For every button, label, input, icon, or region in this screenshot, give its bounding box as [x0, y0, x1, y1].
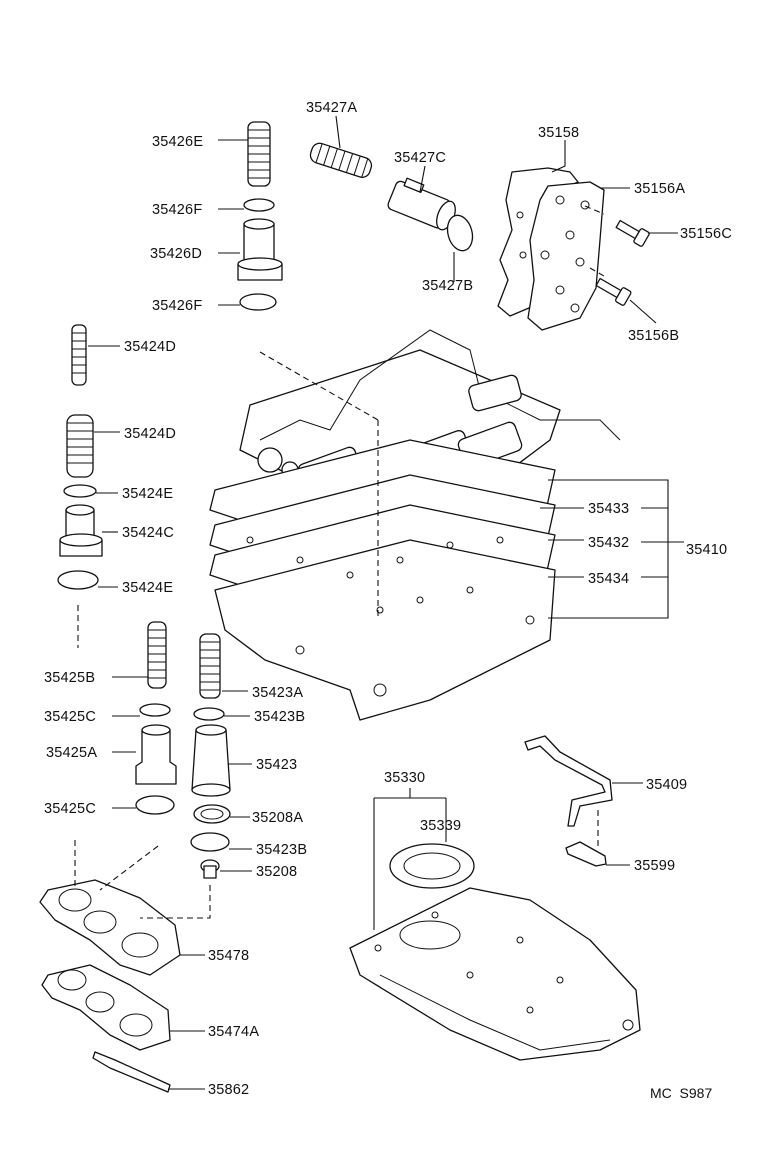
- plug-35208: [200, 859, 220, 879]
- label-35330: 35330: [384, 770, 425, 786]
- label-35424C: 35424C: [122, 525, 174, 541]
- oil-pan-35330: [349, 887, 641, 1061]
- label-35158: 35158: [538, 125, 579, 141]
- label-35208A: 35208A: [252, 810, 303, 826]
- plate-holes: [516, 195, 590, 313]
- oring-35425c-bottom: [135, 795, 175, 815]
- cover-35474a-bores: [57, 969, 153, 1037]
- label-35424D-mid: 35424D: [124, 426, 176, 442]
- label-35425C-bottom: 35425C: [44, 801, 96, 817]
- valve-body-35410: [209, 329, 621, 721]
- bolt-35156c: [615, 219, 650, 247]
- oring-35426f-top: [243, 198, 275, 212]
- spring-35424d-top: [71, 324, 87, 386]
- solenoid-35427c: [387, 177, 456, 231]
- drawing-code: MC S987: [650, 1085, 712, 1101]
- label-35156C: 35156C: [680, 226, 732, 242]
- oring-35424e-bottom: [57, 570, 99, 590]
- oring-35423b-top: [193, 707, 225, 721]
- oring-35427b: [446, 214, 474, 252]
- spring-35423a: [199, 633, 221, 699]
- label-35425A: 35425A: [46, 745, 97, 761]
- spring-35427a: [309, 142, 373, 178]
- spring-35426e: [247, 121, 271, 187]
- plunger-35426d: [237, 218, 283, 281]
- label-35425B: 35425B: [44, 670, 95, 686]
- label-35409: 35409: [646, 777, 687, 793]
- plunger-35424c: [59, 504, 103, 557]
- bracket-35862: [92, 1051, 171, 1093]
- part-labels: 35427A 35426E 35427C 35158 35156A 35426F…: [44, 100, 732, 1098]
- oring-35426f-bottom: [239, 293, 277, 311]
- label-35156B: 35156B: [628, 328, 679, 344]
- bracket-35409: [524, 735, 613, 827]
- label-35427B: 35427B: [422, 278, 473, 294]
- label-35423B-bottom: 35423B: [256, 842, 307, 858]
- gasket-35339: [389, 843, 475, 889]
- label-35426E: 35426E: [152, 134, 203, 150]
- label-35410: 35410: [686, 542, 727, 558]
- label-35426F-bottom: 35426F: [152, 298, 202, 314]
- cover-35474a: [41, 964, 171, 1051]
- seal-35208a: [193, 804, 231, 824]
- gasket-35478-holes: [58, 888, 159, 958]
- oring-35425c-top: [139, 703, 171, 717]
- label-35862: 35862: [208, 1082, 249, 1098]
- label-35433: 35433: [588, 501, 629, 517]
- label-35424D-top: 35424D: [124, 339, 176, 355]
- label-35434: 35434: [588, 571, 629, 587]
- label-35432: 35432: [588, 535, 629, 551]
- label-35424E-top: 35424E: [122, 486, 173, 502]
- oring-35424e-top: [63, 484, 97, 498]
- label-35427A: 35427A: [306, 100, 357, 116]
- plate-35599: [565, 841, 607, 867]
- label-35423A: 35423A: [252, 685, 303, 701]
- label-35599: 35599: [634, 858, 675, 874]
- label-35426D: 35426D: [150, 246, 202, 262]
- gasket-35478: [39, 879, 181, 976]
- dashed-assembly-lines: [74, 205, 605, 919]
- piston-35423: [191, 724, 231, 797]
- label-35156A: 35156A: [634, 181, 685, 197]
- gasket-35156a: [527, 181, 605, 331]
- label-35208: 35208: [256, 864, 297, 880]
- label-35424E-bottom: 35424E: [122, 580, 173, 596]
- plunger-35425a: [135, 724, 177, 785]
- label-35339: 35339: [420, 818, 461, 834]
- label-35425C-top: 35425C: [44, 709, 96, 725]
- label-35427C: 35427C: [394, 150, 446, 166]
- oring-35423b-bottom: [190, 832, 230, 852]
- label-35423B-top: 35423B: [254, 709, 305, 725]
- bolt-35156b: [595, 277, 632, 306]
- spring-35424d-mid: [66, 414, 94, 478]
- spring-35425b: [147, 621, 167, 689]
- label-35423: 35423: [256, 757, 297, 773]
- label-35474A: 35474A: [208, 1024, 259, 1040]
- leader-lines: [88, 115, 684, 1090]
- label-35478: 35478: [208, 948, 249, 964]
- label-35426F-top: 35426F: [152, 202, 202, 218]
